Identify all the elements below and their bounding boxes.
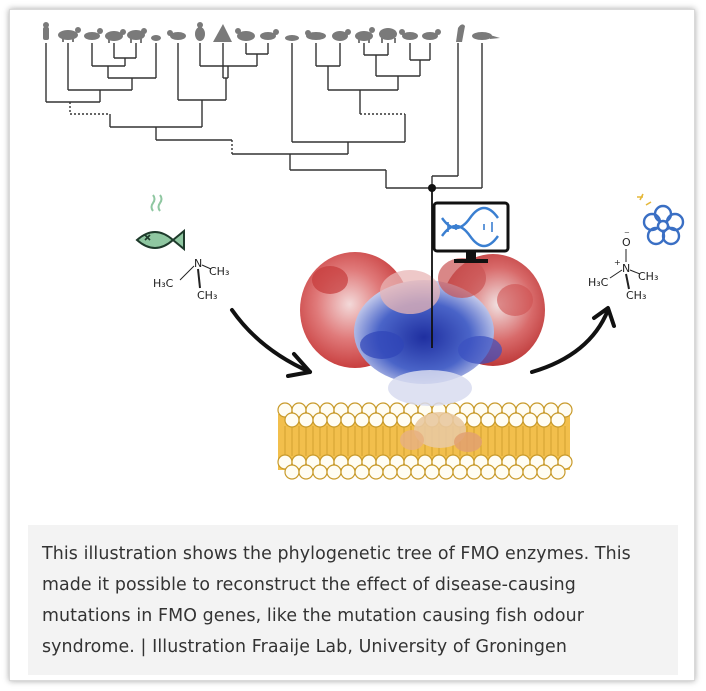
monitor-dna-icon <box>432 201 510 263</box>
trimethylamine-structure: N CH₃ H₃C CH₃ <box>153 257 229 302</box>
animal-icon <box>195 22 205 41</box>
tree-root-node <box>428 184 436 192</box>
tma-n: N <box>194 257 202 270</box>
tmao-n: N <box>622 262 630 275</box>
tma-ch3-bottom: CH₃ <box>197 289 217 302</box>
tmao-ch3-bottom: CH₃ <box>626 289 646 302</box>
fish-icon <box>135 194 185 252</box>
tmao-h3c-left: H₃C <box>588 276 609 289</box>
animal-icon <box>151 35 161 41</box>
curved-arrow-icon <box>530 306 616 374</box>
tmao-o-charge: ⁻ <box>624 228 630 241</box>
fmo-illustration: N CH₃ H₃C CH₃ O ⁻ N + CH₃ H₃C CH₃ <box>43 22 685 480</box>
animal-icon <box>399 29 418 40</box>
curved-arrow-icon <box>230 308 312 378</box>
tmao-n-plus: + <box>614 258 621 267</box>
animal-icon <box>84 28 103 40</box>
animal-icon <box>332 29 351 41</box>
animal-icon <box>105 29 126 43</box>
animal-icon <box>285 35 299 41</box>
tma-h3c-left: H₃C <box>153 277 174 290</box>
animal-icon <box>355 27 375 43</box>
animal-icon <box>456 24 465 42</box>
animal-silhouettes <box>43 22 500 43</box>
animal-icon <box>472 32 500 40</box>
tma-ch3-right: CH₃ <box>209 265 229 278</box>
animal-icon <box>213 24 232 42</box>
animal-icon <box>379 28 397 43</box>
animal-icon <box>305 30 326 40</box>
animal-icon <box>127 28 147 43</box>
fmo-protein-surface <box>300 252 545 452</box>
animal-icon <box>422 29 441 40</box>
phylogenetic-tree <box>45 43 483 348</box>
tmao-structure: O ⁻ N + CH₃ H₃C CH₃ <box>588 228 658 302</box>
caption-text: This illustration shows the phylogenetic… <box>42 544 631 657</box>
animal-icon <box>167 30 186 40</box>
tmao-o: O <box>622 236 631 249</box>
article-figure-card: N CH₃ H₃C CH₃ O ⁻ N + CH₃ H₃C CH₃ This i… <box>9 9 695 681</box>
figure-caption: This illustration shows the phylogenetic… <box>28 525 678 675</box>
flower-icon <box>637 193 685 246</box>
tmao-ch3-right: CH₃ <box>638 270 658 283</box>
animal-icon <box>260 29 279 40</box>
animal-icon <box>43 22 49 40</box>
animal-icon <box>58 27 81 42</box>
animal-icon <box>235 28 255 41</box>
